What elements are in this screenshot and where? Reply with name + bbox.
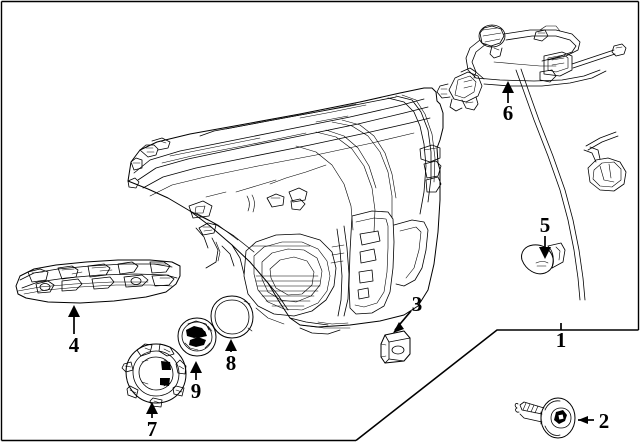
callout-leaders bbox=[68, 81, 594, 424]
part-9-bulb-module-drawing bbox=[177, 317, 217, 357]
callout-number-9: 9 bbox=[191, 379, 202, 403]
callout-number-2: 2 bbox=[599, 409, 610, 433]
callout-number-4: 4 bbox=[69, 333, 80, 357]
part-2-mounting-bolt-drawing bbox=[514, 397, 576, 439]
part-6-wiring-harness-drawing bbox=[436, 24, 627, 301]
callout-number-6: 6 bbox=[503, 101, 514, 125]
part-1-assembly-bracket-line bbox=[355, 329, 639, 442]
callout-numbers: 1 2 3 4 5 6 7 8 9 bbox=[69, 101, 610, 441]
headlamp-assembly-drawing bbox=[127, 87, 444, 335]
part-7-bulb-retaining-ring-drawing bbox=[121, 343, 187, 408]
part-4-mounting-bracket-drawing bbox=[15, 259, 181, 304]
callout-number-3: 3 bbox=[412, 292, 423, 316]
callout-number-7: 7 bbox=[147, 417, 158, 441]
part-3-retainer-clip-drawing bbox=[380, 330, 411, 364]
callout-number-8: 8 bbox=[226, 351, 237, 375]
callout-number-1: 1 bbox=[556, 328, 567, 352]
part-8-sealing-ring-drawing bbox=[210, 295, 254, 339]
callout-number-5: 5 bbox=[540, 213, 551, 237]
